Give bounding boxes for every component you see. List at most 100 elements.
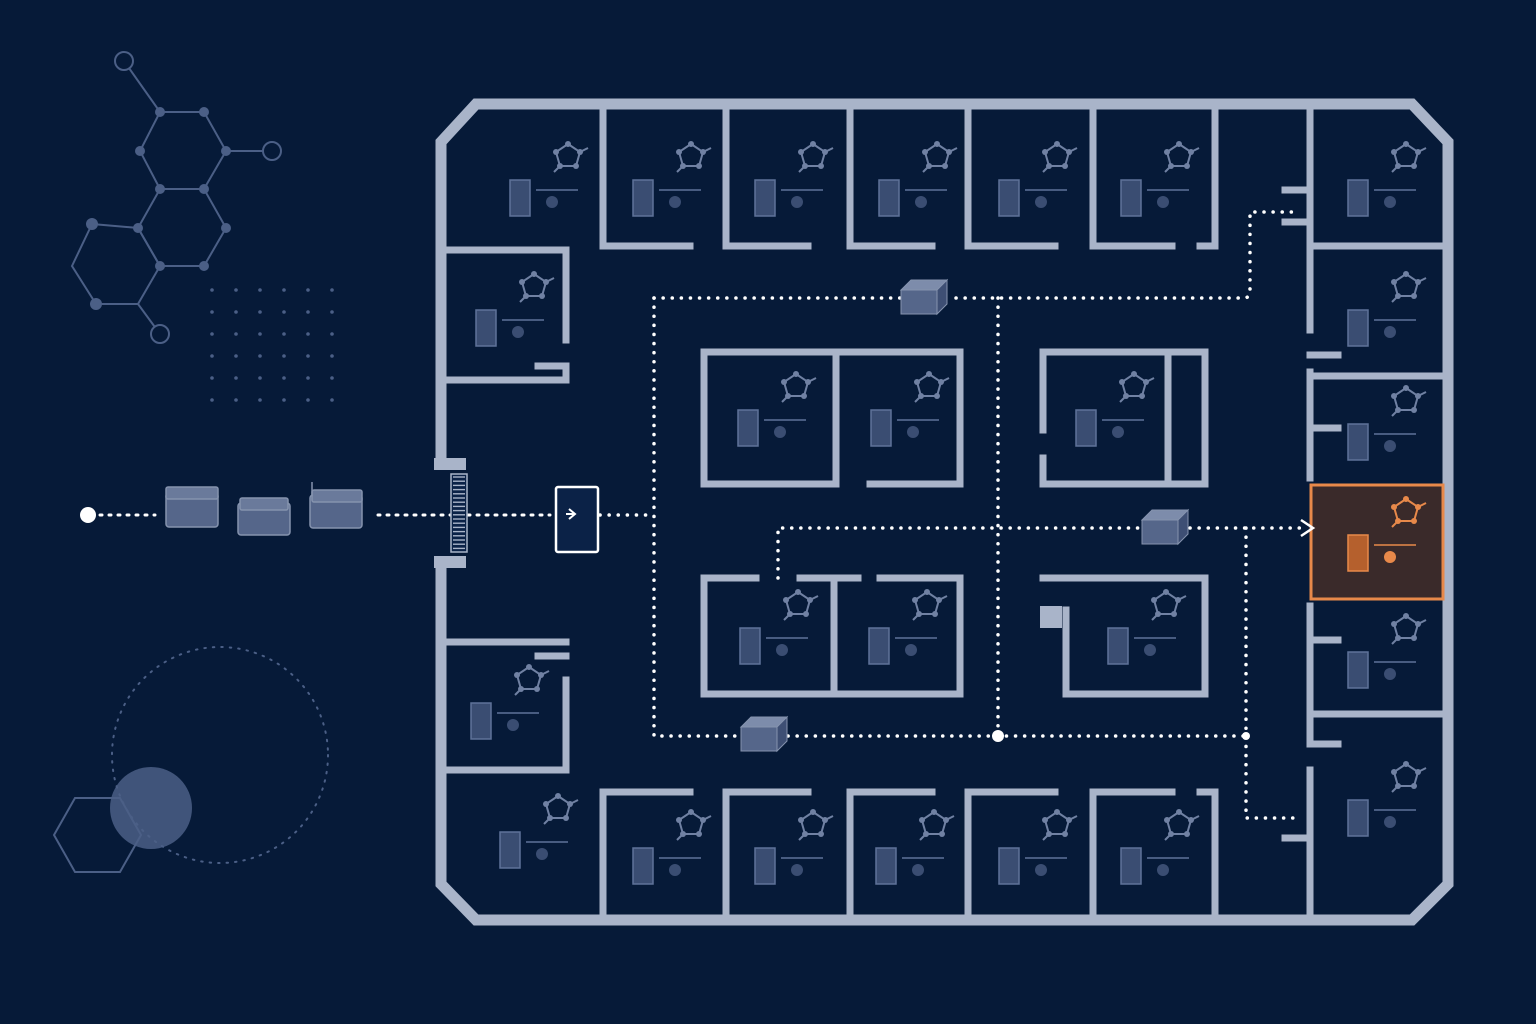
gate-icon: [554, 485, 600, 554]
desk-icon: [475, 309, 497, 347]
desk-icon: [632, 847, 654, 885]
room-furniture: [998, 141, 1078, 217]
desk-icon: [870, 409, 892, 447]
scanner-icon: [450, 473, 468, 553]
grid-dot: [210, 376, 214, 380]
grid-dot: [234, 288, 238, 292]
dot-grid-decoration: [210, 288, 334, 402]
molecule-icon: [514, 664, 550, 696]
chair-icon: [905, 644, 917, 656]
molecule-icon: [912, 589, 948, 621]
grid-dot: [258, 354, 262, 358]
desk-icon: [754, 847, 776, 885]
grid-dot: [330, 310, 334, 314]
grid-dot: [306, 332, 310, 336]
package-icon: [165, 486, 219, 528]
desk-icon: [878, 179, 900, 217]
molecule-icon: [1119, 371, 1155, 403]
room-furniture: [875, 809, 955, 885]
molecule-network-decoration: [70, 51, 282, 344]
molecule-icon: [1391, 271, 1427, 303]
grid-dot: [330, 376, 334, 380]
desk-icon: [1347, 179, 1369, 217]
chair-icon: [1384, 551, 1396, 563]
grid-dot: [258, 332, 262, 336]
grid-dot: [258, 310, 262, 314]
chair-icon: [669, 196, 681, 208]
molecule-icon: [798, 141, 834, 173]
room-furniture: [737, 371, 817, 447]
room-furniture: [878, 141, 958, 217]
room-furniture: [1347, 271, 1427, 347]
room-furniture: [475, 271, 555, 347]
wall-block: [1040, 606, 1062, 628]
grid-dot: [282, 398, 286, 402]
molecule-icon: [1164, 809, 1200, 841]
building-outer-wall: [434, 98, 1454, 926]
chair-icon: [546, 196, 558, 208]
molecule-icon: [1391, 141, 1427, 173]
package-icon: [899, 278, 949, 316]
room-furniture: [870, 371, 950, 447]
chair-icon: [1384, 816, 1396, 828]
chair-icon: [791, 864, 803, 876]
chair-icon: [1384, 440, 1396, 452]
chair-icon: [1035, 196, 1047, 208]
grid-dot: [282, 288, 286, 292]
desk-icon: [754, 179, 776, 217]
room-furniture: [1075, 371, 1155, 447]
route-junction: [992, 730, 1004, 742]
chair-icon: [1384, 326, 1396, 338]
room-furniture: [509, 141, 589, 217]
room-furniture: [1347, 613, 1427, 689]
chair-icon: [776, 644, 788, 656]
grid-dot: [306, 398, 310, 402]
orbit-decoration: [52, 646, 329, 873]
molecule-icon: [1391, 496, 1427, 528]
chair-icon: [791, 196, 803, 208]
package-icon: [1140, 508, 1190, 546]
chair-icon: [536, 848, 548, 860]
grid-dot: [282, 332, 286, 336]
desk-icon: [1120, 179, 1142, 217]
desk-icon: [868, 627, 890, 665]
grid-dot: [258, 376, 262, 380]
desk-icon: [1347, 309, 1369, 347]
room-furniture: [754, 141, 834, 217]
desk-icon: [470, 702, 492, 740]
room-furniture: [739, 589, 819, 665]
package-icon: [739, 715, 789, 753]
grid-dot: [306, 310, 310, 314]
route-segment: [652, 296, 742, 738]
chair-icon: [1384, 668, 1396, 680]
chair-icon: [507, 719, 519, 731]
molecule-icon: [1391, 385, 1427, 417]
molecule-icon: [553, 141, 589, 173]
molecule-icon: [543, 793, 579, 825]
chair-icon: [907, 426, 919, 438]
inbound-route: [80, 507, 552, 523]
molecule-icon: [519, 271, 555, 303]
grid-dot: [210, 332, 214, 336]
route-segment: [1244, 526, 1298, 820]
desk-icon: [998, 847, 1020, 885]
grid-dot: [234, 354, 238, 358]
molecule-icon: [922, 141, 958, 173]
chair-icon: [774, 426, 786, 438]
molecule-icon: [798, 809, 834, 841]
grid-dot: [234, 376, 238, 380]
grid-dot: [306, 354, 310, 358]
room-furniture: [868, 589, 948, 665]
molecule-icon: [676, 809, 712, 841]
molecule-icon: [783, 589, 819, 621]
chair-icon: [1384, 196, 1396, 208]
molecule-icon: [1391, 613, 1427, 645]
package-icon: [309, 482, 363, 529]
delivery-route: [598, 210, 1302, 820]
desk-icon: [739, 627, 761, 665]
desk-icon: [1075, 409, 1097, 447]
room-furniture: [998, 809, 1078, 885]
room-furniture: [470, 664, 550, 740]
desk-icon: [737, 409, 759, 447]
